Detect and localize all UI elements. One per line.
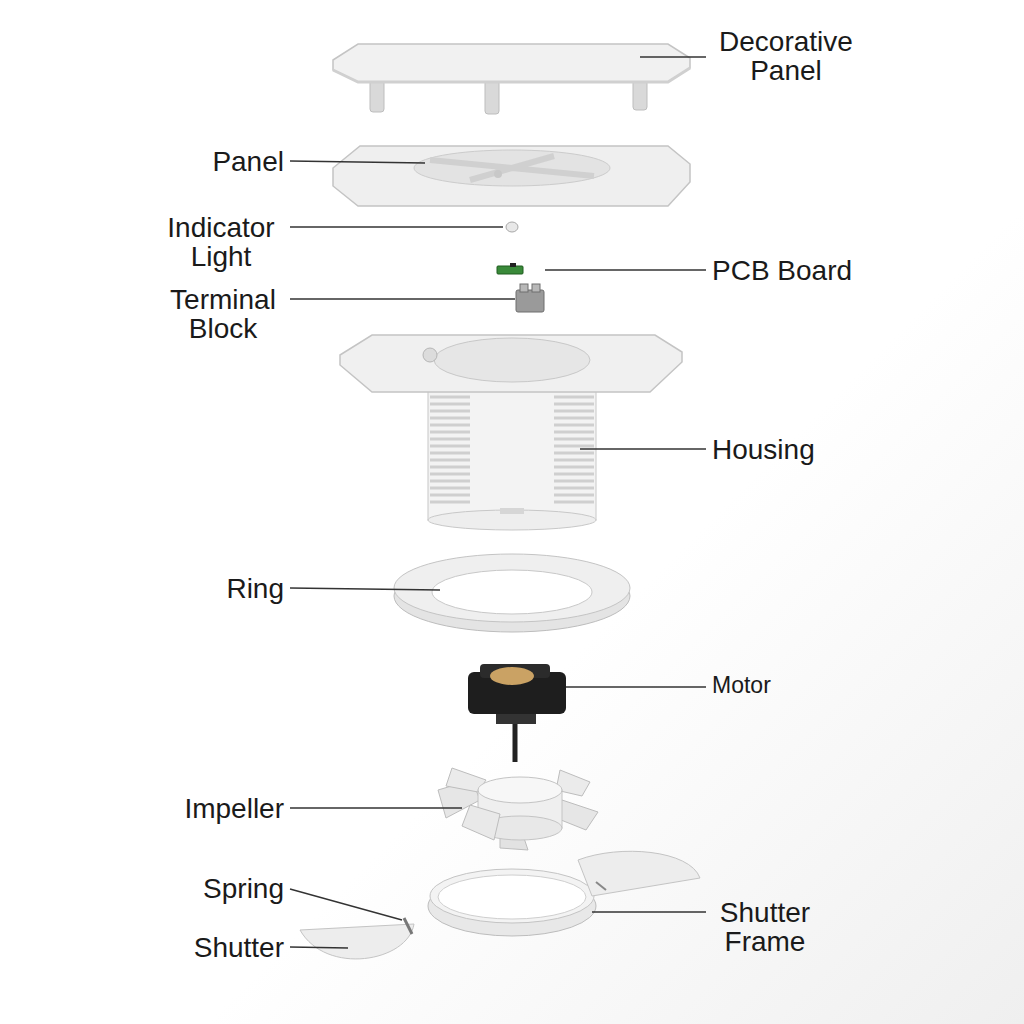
panel (333, 146, 690, 206)
panel-hole (494, 170, 502, 178)
panel-vent (414, 150, 610, 186)
motor-base (496, 714, 536, 724)
shutter-frame-hole (438, 875, 586, 919)
part-label: Impeller (184, 794, 284, 823)
leader-line (580, 448, 706, 449)
shutter-frame (430, 869, 594, 923)
part-label: Motor (712, 673, 771, 698)
decorative-panel (333, 44, 690, 82)
leader-line (290, 807, 462, 808)
leader-line (640, 56, 706, 57)
terminal-screw (520, 284, 528, 292)
shutter (578, 851, 700, 896)
part-label: Ring (226, 574, 284, 603)
leader-line (290, 161, 425, 163)
housing-boss (423, 348, 437, 362)
indicator-light (506, 222, 518, 232)
housing-ribs (430, 390, 594, 502)
terminal-screw (532, 284, 540, 292)
leader-line (592, 911, 706, 912)
leader-line (545, 269, 706, 270)
motor-coil (490, 667, 534, 685)
impeller-blade (462, 805, 500, 840)
pcb-chip (510, 263, 516, 267)
part-label: Panel (212, 147, 284, 176)
leader-line (566, 686, 706, 687)
impeller-hub-top (478, 777, 562, 803)
ring (394, 554, 630, 622)
part-label: Decorative Panel (710, 27, 862, 85)
leader-line (290, 947, 348, 948)
spring (404, 918, 412, 934)
part-label: Housing (712, 435, 815, 464)
part-label: Indicator Light (154, 213, 288, 271)
leader-line (290, 588, 440, 590)
part-label: Shutter Frame (706, 898, 824, 956)
part-label: Terminal Block (158, 285, 288, 343)
housing-slot (500, 508, 524, 514)
leader-line (290, 889, 402, 920)
pcb-board (497, 266, 523, 274)
ring-hole (432, 570, 592, 614)
motor-shaft (513, 724, 518, 762)
shutter-pin (596, 882, 606, 890)
part-label: PCB Board (712, 256, 852, 285)
shutter (300, 924, 414, 959)
housing-flange (340, 335, 682, 392)
panel-edge (333, 68, 690, 82)
leader-line (290, 298, 515, 299)
part-label: Shutter (194, 933, 284, 962)
shutter-frame-rim (428, 876, 596, 936)
panel-vent-cross (430, 156, 594, 180)
leader-line (290, 226, 503, 227)
housing-opening (434, 338, 590, 382)
terminal-block (516, 290, 544, 312)
part-label: Spring (203, 874, 284, 903)
